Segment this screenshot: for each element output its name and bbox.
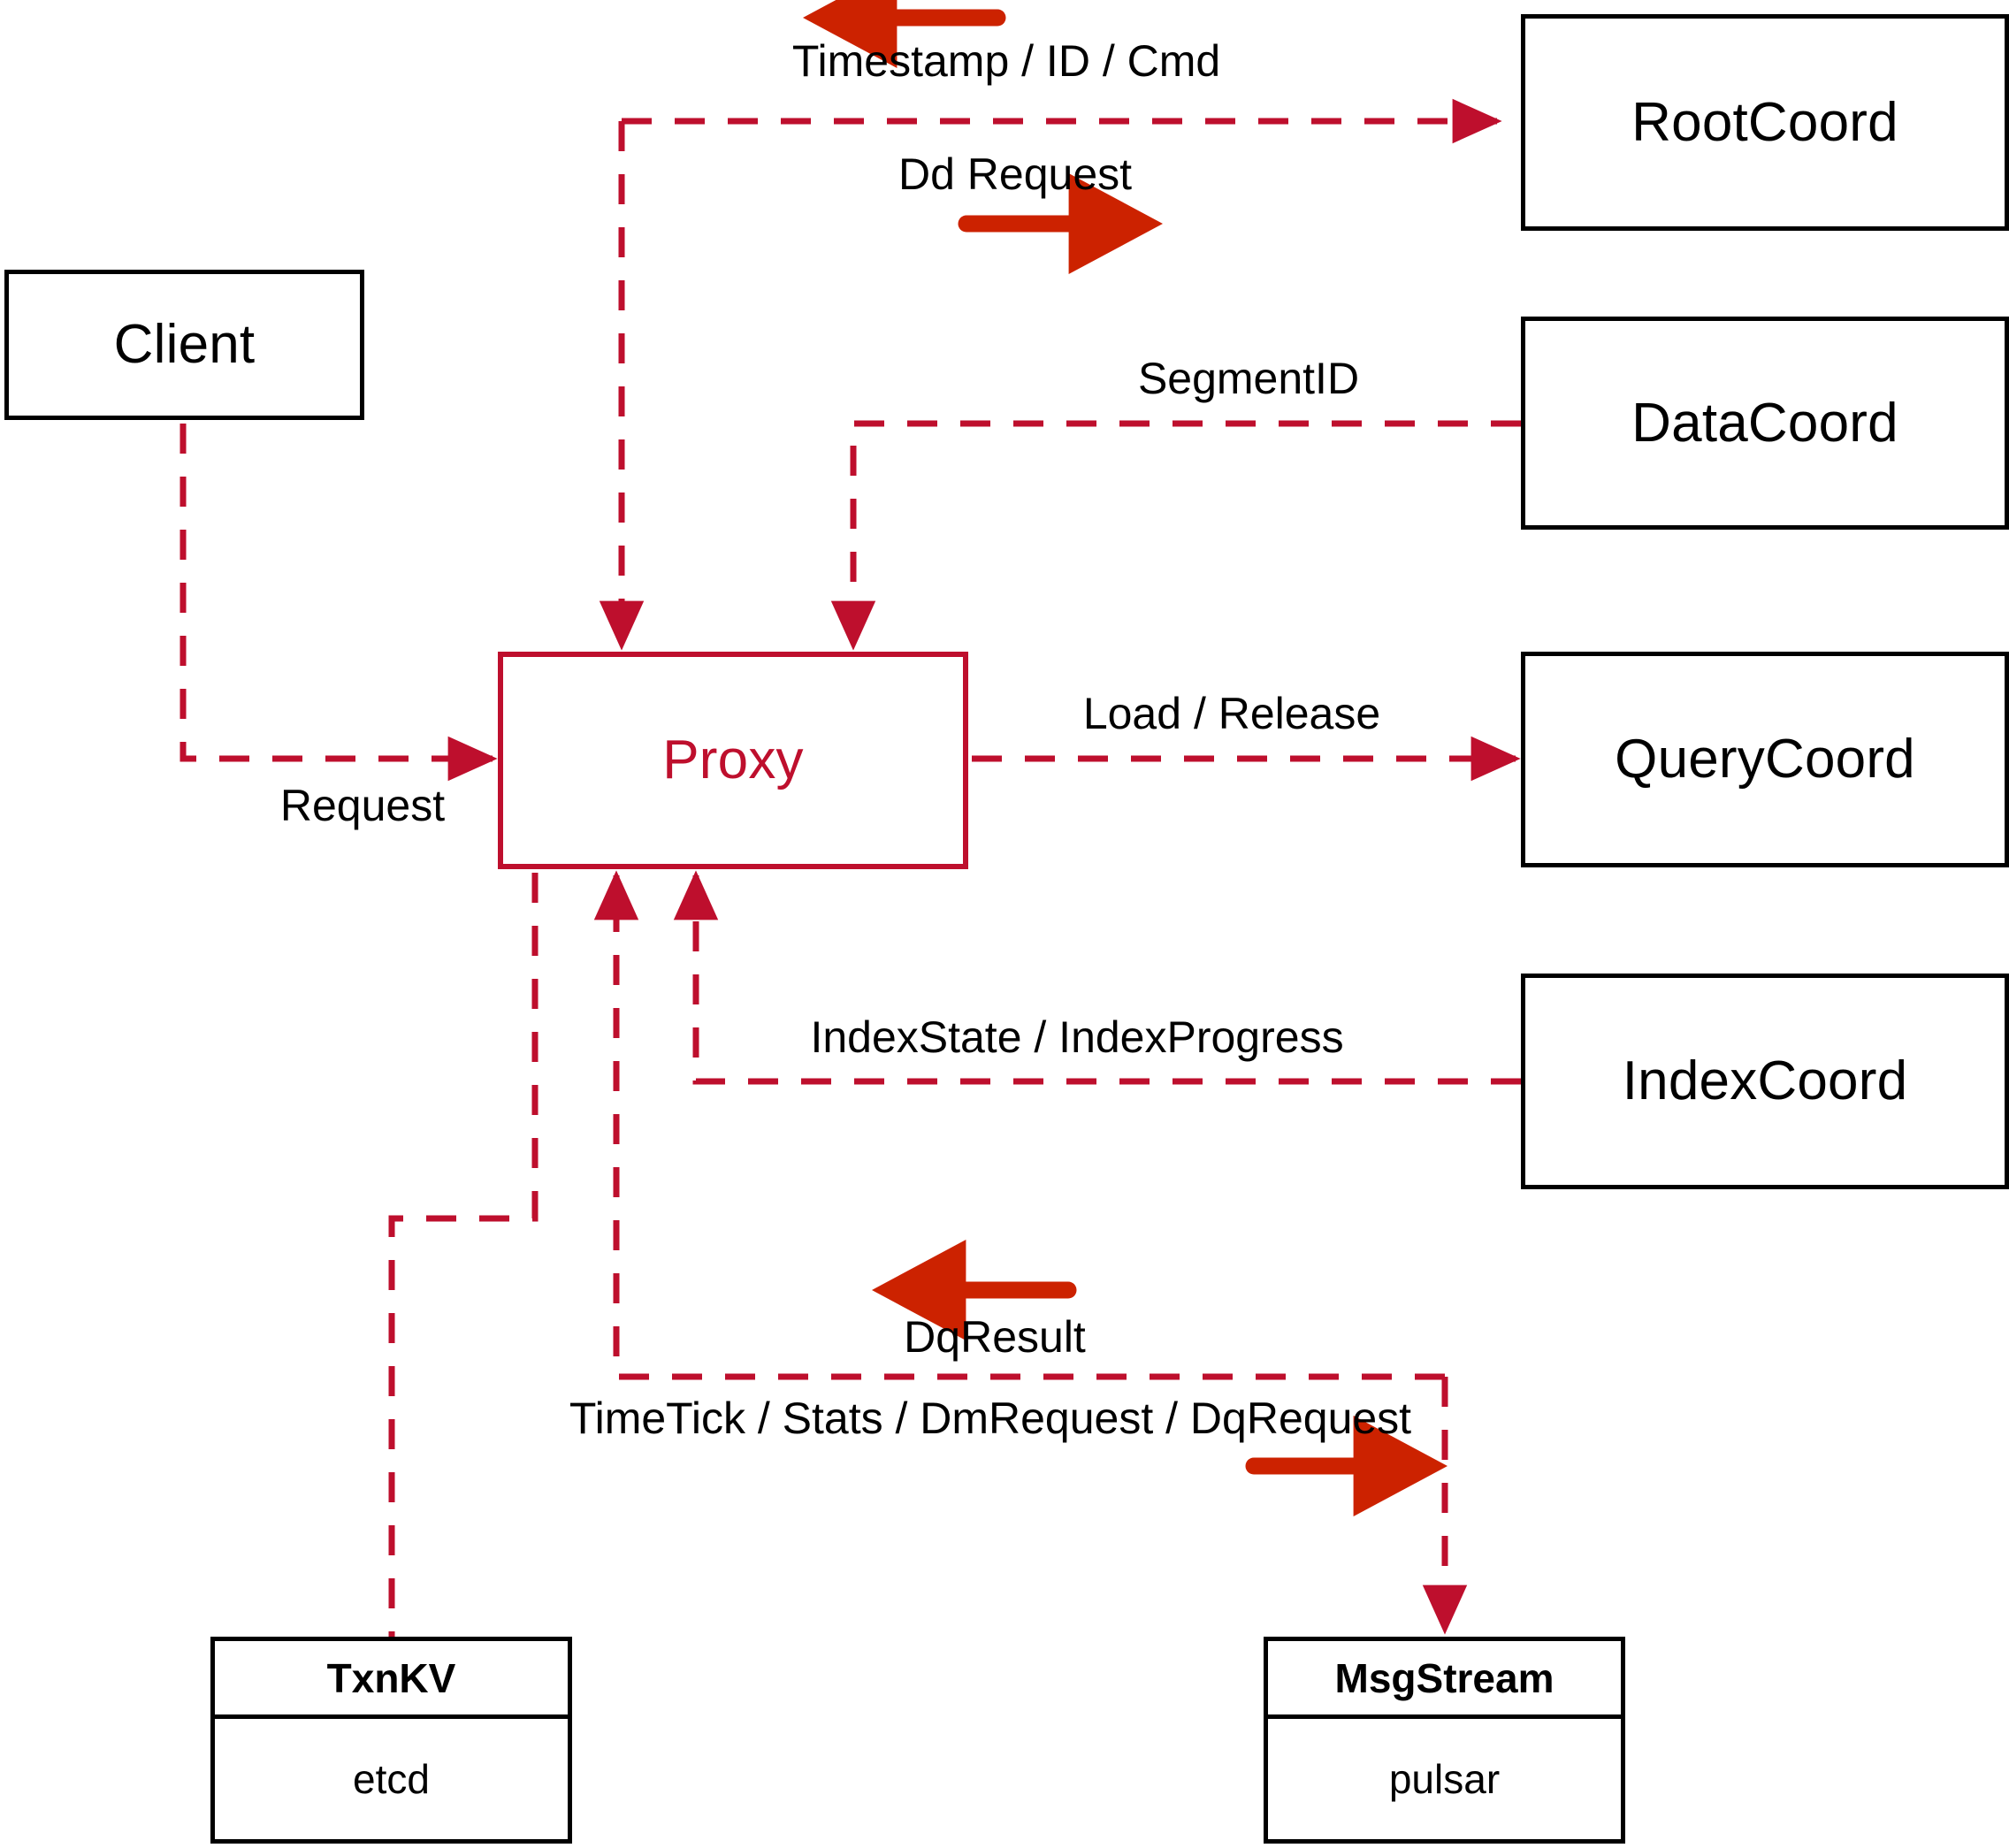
edge-label-index-state: IndexState / IndexProgress <box>810 1012 1344 1062</box>
node-txnkv[interactable]: TxnKV etcd <box>210 1637 572 1844</box>
node-indexcoord-label: IndexCoord <box>1622 1050 1908 1111</box>
edge-datacoord-proxy <box>830 420 1521 651</box>
edge-label-dq-result: DqResult <box>904 1312 1086 1362</box>
edge-proxy-txnkv <box>388 873 539 1637</box>
node-proxy-label: Proxy <box>662 729 804 790</box>
edge-label-dd-request: Dd Request <box>898 149 1133 199</box>
node-proxy[interactable]: Proxy <box>498 652 968 869</box>
node-rootcoord[interactable]: RootCoord <box>1521 14 2009 231</box>
node-msgstream[interactable]: MsgStream pulsar <box>1264 1637 1625 1844</box>
node-datacoord-label: DataCoord <box>1631 392 1898 454</box>
node-txnkv-impl: etcd <box>353 1756 430 1802</box>
node-indexcoord[interactable]: IndexCoord <box>1521 974 2009 1189</box>
edge-label-segment-id: SegmentID <box>1137 354 1360 403</box>
node-client-label: Client <box>113 314 256 375</box>
edge-msgstream-proxy <box>593 870 1445 1380</box>
edge-label-timestamp-id-cmd: Timestamp / ID / Cmd <box>791 36 1221 86</box>
node-client[interactable]: Client <box>4 270 364 420</box>
edge-label-request: Request <box>279 781 446 830</box>
node-querycoord[interactable]: QueryCoord <box>1521 652 2009 867</box>
node-rootcoord-label: RootCoord <box>1631 91 1898 153</box>
node-txnkv-label: TxnKV <box>215 1641 568 1719</box>
node-querycoord-label: QueryCoord <box>1615 729 1915 790</box>
edge-label-load-release: Load / Release <box>1082 689 1381 738</box>
node-msgstream-label: MsgStream <box>1268 1641 1621 1719</box>
node-msgstream-impl: pulsar <box>1388 1756 1501 1802</box>
edge-label-stream-request: TimeTick / Stats / DmRequest / DqRequest <box>569 1394 1412 1443</box>
edge-client-proxy <box>180 424 498 782</box>
edge-indexcoord-proxy <box>673 870 1521 1085</box>
node-datacoord[interactable]: DataCoord <box>1521 317 2009 530</box>
